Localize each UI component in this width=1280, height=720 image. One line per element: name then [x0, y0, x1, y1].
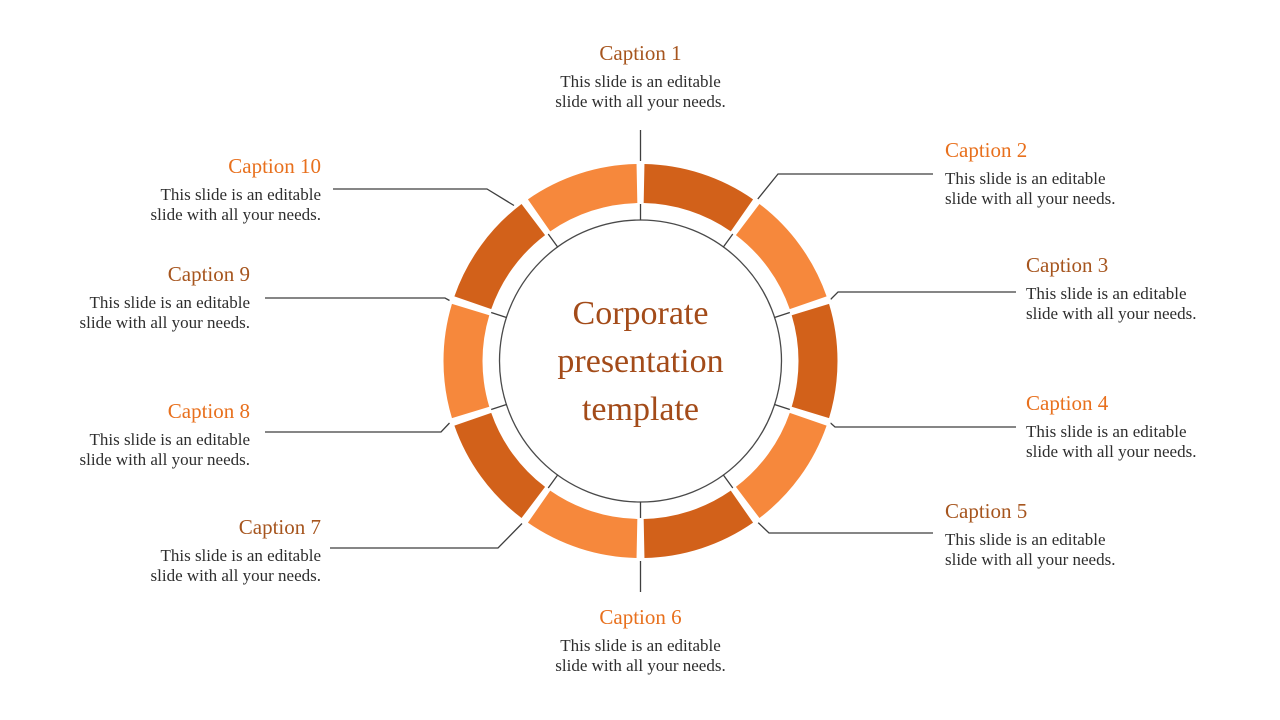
caption-text-line-2: slide with all your needs. [79, 313, 250, 332]
ring-gap-cover [725, 196, 762, 242]
radial-tick [773, 311, 791, 319]
ring-gap-cover [519, 196, 556, 242]
connector-line-10 [333, 188, 515, 207]
caption-block-2[interactable]: Caption 2 This slide is an editable slid… [945, 139, 1165, 209]
ring-segment-4[interactable] [735, 412, 827, 519]
ring-segment-8[interactable] [443, 303, 490, 419]
ring-gap-cover [519, 480, 556, 526]
caption-title: Caption 4 [1026, 391, 1109, 415]
ring-segment-2[interactable] [735, 203, 827, 310]
caption-title: Caption 5 [945, 499, 1028, 523]
caption-block-1[interactable]: Caption 1 This slide is an editable slid… [500, 42, 781, 112]
connector-line-4 [829, 422, 1016, 428]
caption-title: Caption 3 [1026, 253, 1109, 277]
ring-segment-9[interactable] [454, 203, 546, 310]
radial-tick [722, 474, 734, 489]
connector-line-7 [330, 523, 523, 549]
caption-text-line-1: This slide is an editable [560, 636, 721, 655]
caption-text-line-2: slide with all your needs. [150, 205, 321, 224]
caption-text-line-2: slide with all your needs. [150, 566, 321, 585]
radial-tick [490, 311, 508, 319]
caption-text-line-2: slide with all your needs. [555, 92, 726, 111]
ring-gap-cover [448, 294, 499, 319]
caption-title: Caption 10 [228, 154, 321, 178]
connector-line-8 [265, 422, 450, 433]
ring-gap-cover [782, 294, 833, 319]
caption-block-9[interactable]: Caption 9 This slide is an editable slid… [40, 263, 250, 333]
caption-title: Caption 1 [599, 41, 682, 65]
ring-segment-6[interactable] [527, 490, 638, 558]
connector-line-9 [265, 297, 450, 302]
caption-block-8[interactable]: Caption 8 This slide is an editable slid… [40, 400, 250, 470]
caption-text-line-1: This slide is an editable [89, 293, 250, 312]
caption-text-line-1: This slide is an editable [945, 169, 1106, 188]
ring-gap-cover [782, 403, 833, 428]
ring-segment-7[interactable] [454, 412, 546, 519]
ring-segment-3[interactable] [791, 303, 838, 419]
caption-text-line-2: slide with all your needs. [555, 656, 726, 675]
caption-block-10[interactable]: Caption 10 This slide is an editable sli… [111, 155, 321, 225]
caption-text-line-1: This slide is an editable [160, 546, 321, 565]
caption-text-line-2: slide with all your needs. [945, 550, 1116, 569]
ring-gap-cover [725, 480, 762, 526]
caption-text-line-1: This slide is an editable [89, 430, 250, 449]
caption-block-7[interactable]: Caption 7 This slide is an editable slid… [111, 516, 321, 586]
caption-title: Caption 2 [945, 138, 1028, 162]
caption-text-line-2: slide with all your needs. [79, 450, 250, 469]
radial-tick [773, 403, 791, 411]
caption-block-6[interactable]: Caption 6 This slide is an editable slid… [500, 606, 781, 676]
center-title[interactable]: Corporate presentation template [557, 295, 724, 428]
caption-block-3[interactable]: Caption 3 This slide is an editable slid… [1026, 254, 1246, 324]
connector-line-2 [756, 173, 933, 201]
caption-text-line-2: slide with all your needs. [1026, 304, 1197, 323]
radial-tick [547, 233, 559, 248]
radial-tick [722, 233, 734, 248]
caption-title: Caption 9 [167, 262, 250, 286]
ring-gap-cover [448, 403, 499, 428]
caption-text-line-2: slide with all your needs. [945, 189, 1116, 208]
caption-text-line-1: This slide is an editable [1026, 422, 1187, 441]
caption-title: Caption 6 [599, 605, 682, 629]
radial-tick [490, 403, 508, 411]
caption-text-line-2: slide with all your needs. [1026, 442, 1197, 461]
connector-line-3 [829, 291, 1016, 301]
caption-text-line-1: This slide is an editable [160, 185, 321, 204]
caption-text-line-1: This slide is an editable [945, 530, 1106, 549]
caption-text-line-1: This slide is an editable [1026, 284, 1187, 303]
caption-title: Caption 7 [238, 515, 321, 539]
ring-segment-5[interactable] [643, 490, 754, 558]
caption-title: Caption 8 [167, 399, 250, 423]
caption-block-5[interactable]: Caption 5 This slide is an editable slid… [945, 500, 1165, 570]
caption-text-line-1: This slide is an editable [560, 72, 721, 91]
ring-segment-1[interactable] [643, 164, 754, 232]
caption-block-4[interactable]: Caption 4 This slide is an editable slid… [1026, 392, 1246, 462]
ring-segment-10[interactable] [527, 164, 638, 232]
connector-line-5 [756, 521, 933, 534]
radial-tick [547, 474, 559, 489]
